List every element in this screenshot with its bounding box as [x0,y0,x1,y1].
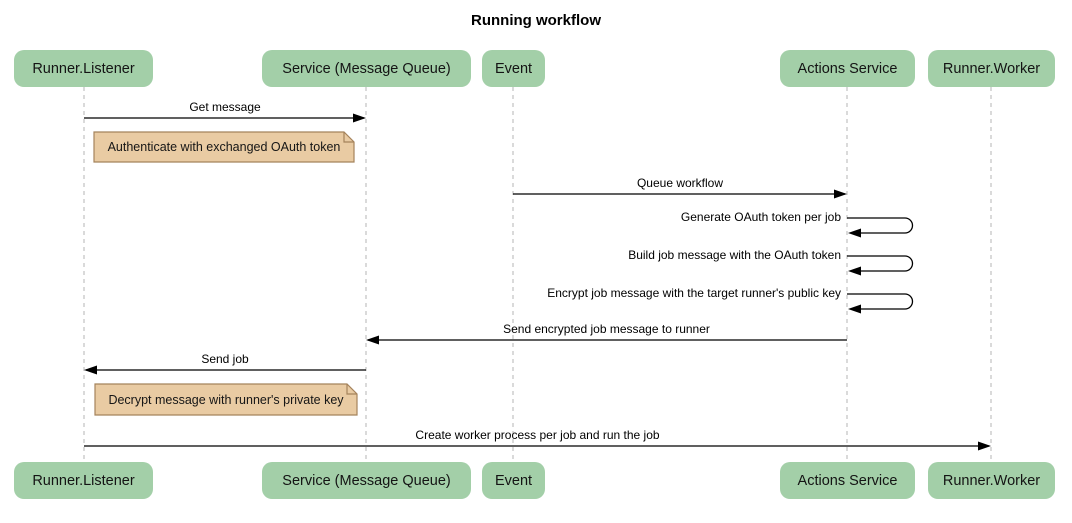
self-loop-0 [847,217,914,234]
note-text-0: Authenticate with exchanged OAuth token [107,140,341,154]
participant-bottom-actions-service: Actions Service [780,462,915,499]
message-label-4: Create worker process per job and run th… [415,428,660,442]
participant-bottom-runner-listener: Runner.Listener [14,462,153,499]
message-label-1: Queue workflow [636,176,724,190]
note-shape-1 [94,383,358,416]
participant-bottom-service-message-queue: Service (Message Queue) [262,462,471,499]
participant-top-service-message-queue: Service (Message Queue) [262,50,471,87]
self-loop-label-2: Encrypt job message with the target runn… [547,286,841,300]
message-arrowhead-2 [366,335,379,345]
participant-top-actions-service: Actions Service [780,50,915,87]
diagram-title: Running workflow [471,12,601,29]
message-label-2: Send encrypted job message to runner [503,322,710,336]
self-loop-arrowhead-2 [848,304,861,314]
message-arrowhead-0 [353,113,366,123]
note-text-1: Decrypt message with runner's private ke… [108,392,344,407]
message-arrowhead-3 [84,365,97,375]
self-loop-2 [847,293,914,310]
message-arrowhead-4 [978,441,991,451]
self-loop-label-0: Generate OAuth token per job [680,210,841,224]
message-label-0: Get message [189,100,261,114]
participant-bottom-event: Event [482,462,545,499]
participant-bottom-runner-worker: Runner.Worker [928,462,1055,499]
message-arrowhead-1 [834,189,847,199]
note-fold-1 [346,384,357,395]
message-label-3: Send job [201,352,249,366]
self-loop-arrowhead-1 [848,266,861,276]
participant-top-event: Event [482,50,545,87]
note-fold-0 [343,132,354,143]
self-loop-arrowhead-0 [848,228,861,238]
participant-top-runner-worker: Runner.Worker [928,50,1055,87]
self-loop-label-1: Build job message with the OAuth token [628,248,841,262]
note-shape-0 [93,131,355,163]
participant-top-runner-listener: Runner.Listener [14,50,153,87]
self-loop-1 [847,255,914,272]
